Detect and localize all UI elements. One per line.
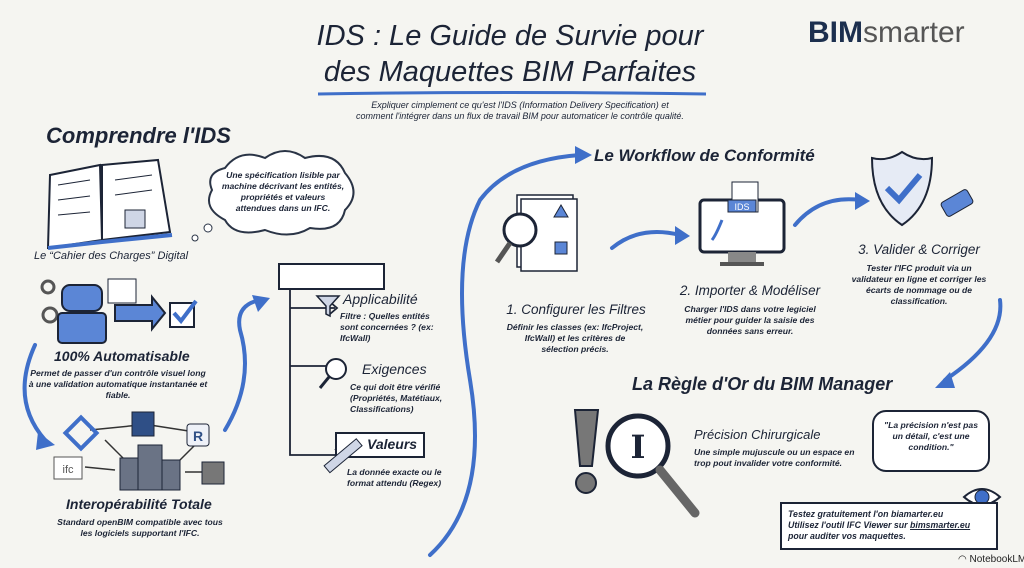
cta-line: pour auditer vos maquettes.: [788, 531, 906, 541]
cta-box: Testez gratuitement l'on biamarter.eu Ut…: [780, 502, 998, 550]
monitor-ids-icon: IDS: [698, 181, 786, 266]
step-3-desc: Tester l'IFC produit via un validateur e…: [851, 263, 987, 306]
precision-desc: Une simple mujuscule ou un espace en tro…: [694, 447, 855, 468]
interop-title: Interopérabilité Totale: [66, 496, 212, 512]
quote-bubble: "La précision n'est pas un détail, c'est…: [872, 410, 990, 472]
page-title: IDS : Le Guide de Survie pour des Maquet…: [260, 18, 760, 90]
applicability-desc: Filtre : Quelles entités sont concernées…: [340, 311, 434, 343]
brand-text: NotebookLM: [969, 554, 1024, 565]
book-caption: Le “Cahier des Charges” Digital: [34, 250, 189, 262]
title-line-2: des Maquettes BIM Parfaites: [323, 56, 697, 88]
requirements-title: Exigences: [362, 361, 427, 377]
quote-text: "La précision n'est pas un détail, c'est…: [884, 420, 978, 452]
bimsmarter-link[interactable]: bimsmarter.eu: [910, 520, 971, 530]
title-underline: [317, 91, 707, 96]
robot-icon: [40, 278, 198, 344]
step-1-title: 1. Configurer les Filtres: [506, 302, 646, 317]
title-line-1: IDS : Le Guide de Survie pour: [316, 20, 704, 52]
ids-badge: IDS: [734, 202, 749, 212]
subtitle-line: comment l'intégrer dans un flux de trava…: [356, 111, 684, 121]
values-desc: La donnée exacte ou le format attendu (R…: [347, 467, 442, 488]
thought-cloud: [191, 150, 355, 242]
document-search-icon: [494, 194, 578, 272]
ifc-logo: ifc: [63, 464, 75, 476]
step-3-title: 3. Valider & Corriger: [858, 242, 980, 257]
cta-line: Utilisez l'outil IFC Viewer sur: [788, 520, 911, 530]
subtitle: Expliquer cimplement ce qu'est l'IDS (In…: [280, 100, 760, 122]
step-2-desc: Charger l'IDS dans votre legiciel métier…: [684, 304, 816, 336]
book-icon: [46, 158, 173, 250]
interop-desc: Standard openBIM compatible avec tous le…: [57, 517, 223, 538]
revit-icon: R: [193, 428, 203, 444]
logo-bold: BIM: [808, 16, 863, 49]
section-title-understand: Comprendre l'IDS: [46, 123, 231, 148]
automation-desc: Permet de passer d'un contrôle visuel lo…: [28, 368, 208, 400]
logo-light: smarter: [863, 16, 965, 49]
lens-letter: I: [631, 428, 646, 466]
funnel-icon: [315, 295, 341, 318]
cta-line: Testez gratuitement l'on biamarter.eu: [788, 509, 944, 519]
eye-icon: [962, 488, 1002, 506]
notebooklm-watermark: ◠ NotebookLM: [958, 554, 1024, 565]
exclamation-magnifier-icon: I: [573, 409, 700, 518]
ruler-icon: [323, 438, 363, 474]
shield-check-icon: [870, 150, 974, 227]
bimsmarter-logo: BIMsmarter: [808, 16, 965, 50]
step-1-desc: Définir les classes (ex: IfcProject, Ifc…: [506, 322, 644, 354]
subtitle-line: Expliquer cimplement ce qu'est l'IDS (In…: [371, 100, 669, 110]
applicability-title: Applicabilité: [343, 291, 418, 307]
section-title-golden-rule: La Règle d'Or du BIM Manager: [632, 374, 893, 394]
eraser-icon: [940, 189, 974, 217]
cloud-text: Une spécification lisible par machine dé…: [221, 170, 345, 213]
step-2-title: 2. Importer & Modéliser: [679, 283, 821, 298]
magnifier-icon: [318, 358, 347, 389]
automation-title: 100% Automatisable: [54, 348, 190, 364]
values-title: Valeurs: [367, 436, 418, 452]
section-title-workflow: Le Workflow de Conformité: [594, 146, 815, 165]
ids-structure-box: [278, 263, 385, 290]
requirements-desc: Ce qui doit être vérifié (Propriétés, Ma…: [350, 382, 443, 414]
precision-title: Précision Chirurgicale: [694, 427, 821, 442]
